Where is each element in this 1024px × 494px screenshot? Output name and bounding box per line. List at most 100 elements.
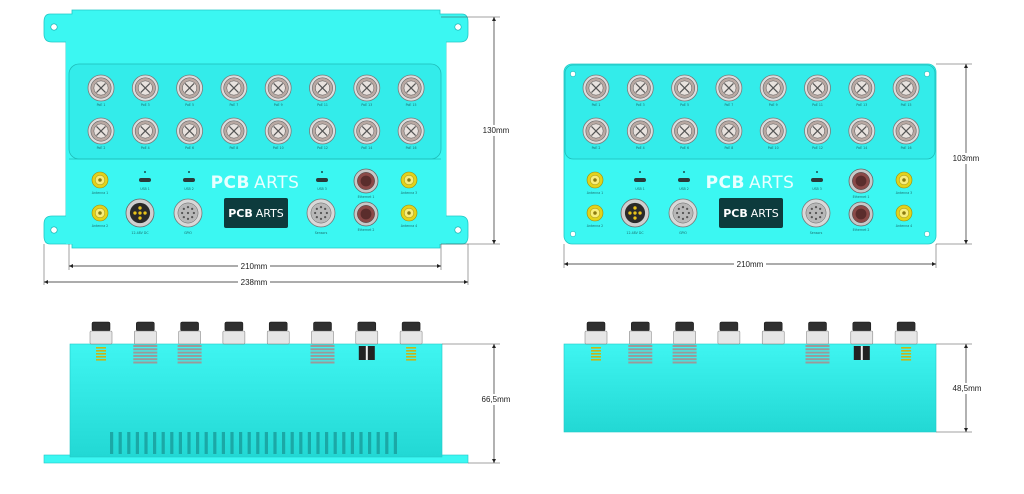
mounting-hole-icon xyxy=(924,71,930,77)
port-label: 12-48V DC xyxy=(626,231,644,235)
port-label: Antenna 1 xyxy=(587,191,603,195)
vent-slot xyxy=(256,432,260,454)
port-label: PoE 7 xyxy=(229,103,238,107)
small-width-label: 210mm xyxy=(737,260,764,269)
side-connector xyxy=(222,321,246,345)
mounting-hole-icon xyxy=(50,226,58,234)
small-side-height-label: 48,5mm xyxy=(953,384,982,393)
power-connector-icon xyxy=(125,198,155,228)
side-connector xyxy=(850,321,874,360)
sma-connector-icon xyxy=(586,171,604,189)
poe-panel-small xyxy=(564,64,936,160)
port-label: PoE 11 xyxy=(812,103,823,107)
vent-slot xyxy=(135,432,139,454)
usb-c-port-icon xyxy=(139,171,151,182)
large-height-label: 130mm xyxy=(483,126,510,135)
port-label: PoE 15 xyxy=(901,103,912,107)
sma-connector-icon xyxy=(91,171,109,189)
sma-connector-icon xyxy=(895,171,913,189)
vent-slot xyxy=(187,432,191,454)
port-label: PoE 12 xyxy=(317,146,328,150)
vent-slot xyxy=(127,432,131,454)
mounting-hole-icon xyxy=(454,226,462,234)
port-label: PoE 1 xyxy=(592,103,601,107)
vent-slot xyxy=(325,432,329,454)
m12-connector-icon xyxy=(309,74,336,102)
small-dimensions: 103mm 210mm xyxy=(563,63,982,269)
m12-connector-icon xyxy=(804,117,831,145)
port-label: Antenna 4 xyxy=(896,224,912,228)
port-label: PoE 2 xyxy=(592,146,601,150)
m12-connector-icon xyxy=(353,117,381,145)
port-label: USB 3 xyxy=(317,187,327,191)
port-label: Antenna 2 xyxy=(92,224,108,228)
port-label: PoE 12 xyxy=(812,146,823,150)
port-label: PoE 15 xyxy=(406,103,417,107)
side-connector xyxy=(177,321,202,364)
large-width-inner-label: 210mm xyxy=(241,262,268,271)
port-label: PoE 3 xyxy=(141,103,150,107)
m12-connector-icon xyxy=(176,117,204,145)
m12-connector-icon xyxy=(626,117,654,145)
usb-c-port-icon xyxy=(316,171,328,182)
m12-connector-icon xyxy=(220,117,248,145)
side-body-small xyxy=(563,343,937,433)
port-label: Antenna 2 xyxy=(587,224,603,228)
m12-connector-icon xyxy=(848,117,876,145)
m12-connector-icon xyxy=(671,74,698,102)
sma-connector-icon xyxy=(400,204,418,222)
port-label: PoE 10 xyxy=(768,146,779,150)
sma-connector-icon xyxy=(400,171,418,189)
m12-connector-icon xyxy=(668,198,698,228)
vent-slot xyxy=(350,432,354,454)
side-connector xyxy=(399,321,423,361)
side-connector xyxy=(628,321,653,364)
sma-connector-icon xyxy=(895,204,913,222)
usb-c-port-icon xyxy=(634,171,646,182)
vent-slot xyxy=(290,432,294,454)
vent-slot xyxy=(178,432,182,454)
port-label: 12-48V DC xyxy=(131,231,149,235)
m12-connector-icon xyxy=(131,117,159,145)
m12-connector-icon xyxy=(759,74,787,102)
m12-connector-icon xyxy=(264,117,292,145)
port-label: Sensors xyxy=(810,231,823,235)
port-label: PoE 4 xyxy=(636,146,645,150)
port-label: PoE 10 xyxy=(273,146,284,150)
sma-connector-icon xyxy=(586,204,604,222)
m12-connector-icon xyxy=(892,117,920,145)
port-label: USB 3 xyxy=(812,187,822,191)
vent-slot xyxy=(247,432,251,454)
power-connector-icon xyxy=(620,198,650,228)
m12-connector-icon xyxy=(220,74,248,102)
port-label: PoE 2 xyxy=(97,146,106,150)
m12-connector-icon xyxy=(892,74,920,102)
m12-connector-icon xyxy=(582,117,610,145)
m12-connector-icon xyxy=(87,117,115,145)
m12-connector-icon xyxy=(715,117,743,145)
side-connector xyxy=(133,321,158,364)
port-label: PoE 8 xyxy=(724,146,733,150)
m12-connector-icon xyxy=(759,117,787,145)
vent-slot xyxy=(213,432,217,454)
port-label: PoE 11 xyxy=(317,103,328,107)
m12-connector-icon xyxy=(306,198,336,228)
side-connector xyxy=(355,321,379,360)
usb-c-port-icon xyxy=(811,171,823,182)
m12-connector-icon xyxy=(397,117,425,145)
m12-connector-icon xyxy=(309,117,336,145)
vent-slot xyxy=(307,432,311,454)
vent-slot xyxy=(316,432,320,454)
small-side-view xyxy=(563,321,937,433)
port-label: PoE 16 xyxy=(901,146,912,150)
port-label: PoE 6 xyxy=(680,146,689,150)
port-label: PoE 16 xyxy=(406,146,417,150)
vent-slot xyxy=(393,432,397,454)
port-label: USB 1 xyxy=(635,187,645,191)
vent-slot xyxy=(230,432,234,454)
vent-slot xyxy=(333,432,337,454)
